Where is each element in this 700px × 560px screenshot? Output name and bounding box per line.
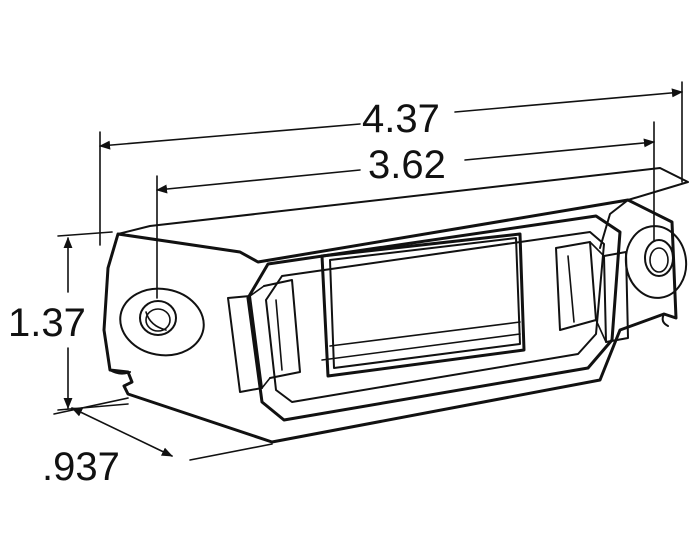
front-outline bbox=[102, 198, 678, 444]
left-clip bbox=[227, 279, 301, 393]
overall-length-label: 4.37 bbox=[362, 97, 440, 141]
bracket-body bbox=[102, 167, 689, 444]
depth-label: .937 bbox=[42, 445, 120, 489]
dimension-overall-length: 4.37 bbox=[98, 81, 684, 246]
right-clip bbox=[555, 241, 629, 343]
left-notch bbox=[109, 369, 131, 375]
dimension-depth: .937 bbox=[42, 397, 273, 489]
lens-opening bbox=[320, 232, 526, 378]
left-mounting-hole bbox=[119, 287, 205, 357]
right-end-face bbox=[599, 199, 629, 249]
height-label: 1.37 bbox=[8, 301, 86, 345]
hole-spacing-label: 3.62 bbox=[368, 143, 446, 187]
dimension-hole-spacing: 3.62 bbox=[155, 121, 656, 299]
frame-inner bbox=[265, 231, 605, 403]
right-notch bbox=[661, 313, 669, 327]
dimension-height: 1.37 bbox=[8, 231, 129, 411]
lamp-recess bbox=[227, 214, 629, 422]
right-mounting-hole bbox=[624, 225, 688, 299]
